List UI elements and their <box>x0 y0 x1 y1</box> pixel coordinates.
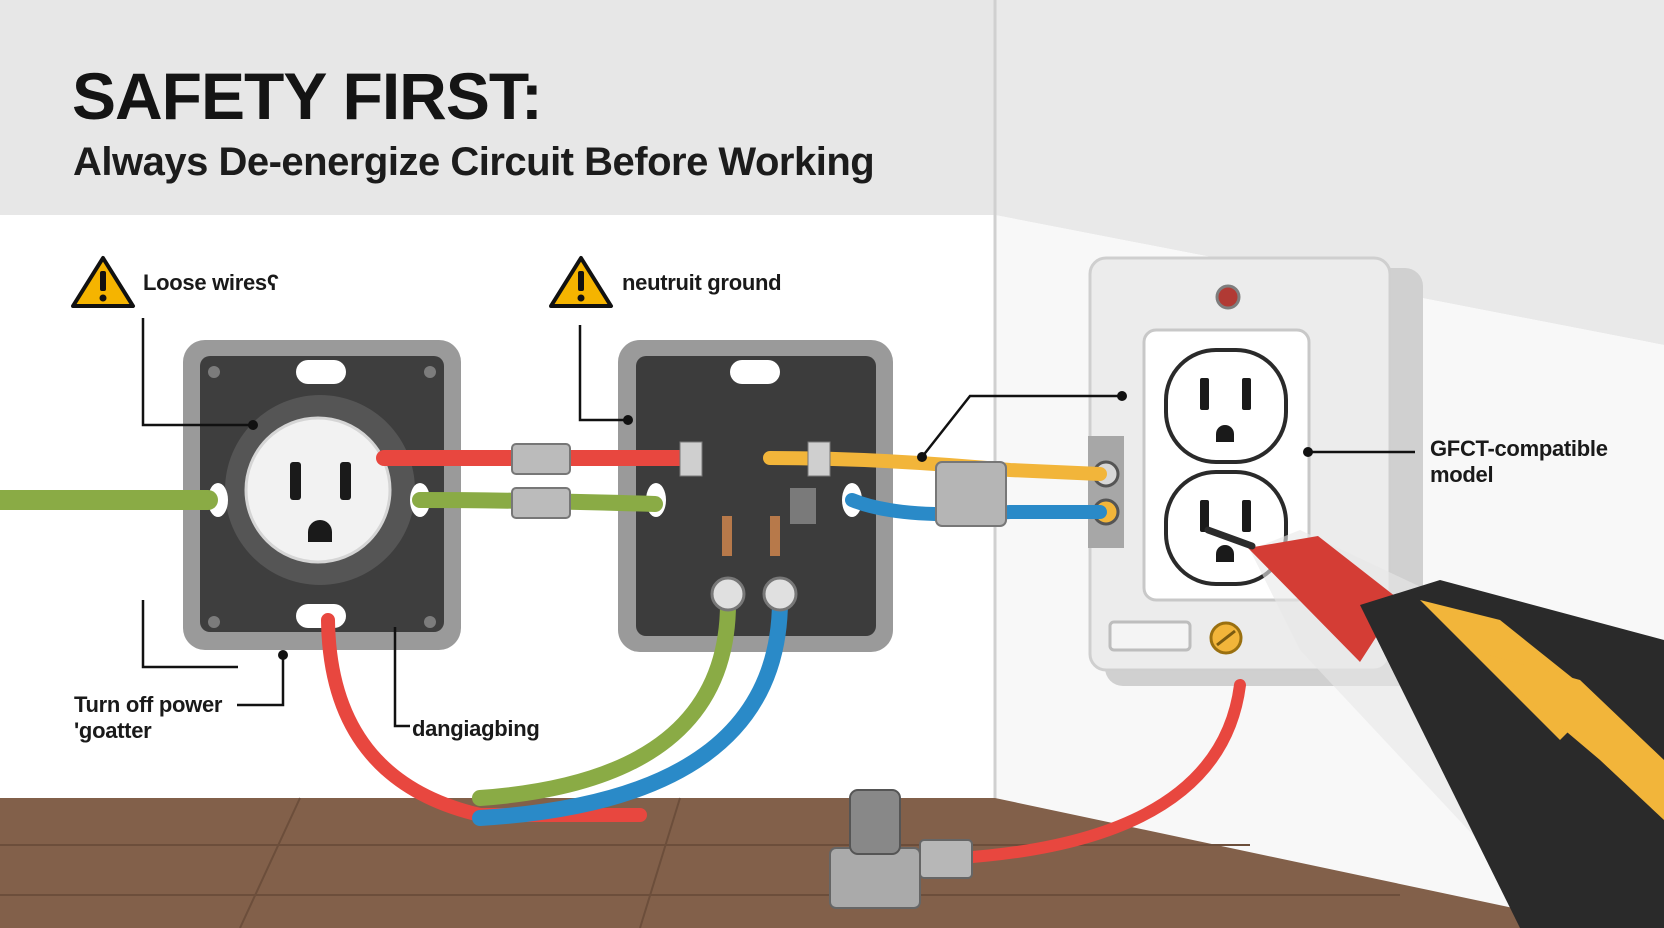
callout-turn-off-power: Turn off power 'goatter <box>74 692 222 744</box>
warning-triangle-icon <box>549 256 613 308</box>
callout-dangling-text: dangiagbing <box>412 716 540 741</box>
tester-lead <box>954 679 1246 864</box>
voltage-tester <box>1204 526 1664 928</box>
junction-box <box>618 340 893 652</box>
callout-dots <box>248 391 1313 660</box>
neutral-wire-bottom <box>472 592 788 826</box>
callout-neutral-ground-text: neutruit ground <box>622 270 782 295</box>
page-subtitle: Always De-energize Circuit Before Workin… <box>73 140 875 184</box>
callout-neutral-ground: neutruit ground <box>622 270 782 296</box>
callout-loose-wires-text: Loose wiresʕ <box>143 270 279 295</box>
callout-gfci-line2: model <box>1430 462 1494 487</box>
hot-wire-bottom <box>321 613 647 822</box>
callout-gfci-line1: GFCT-compatible <box>1430 436 1608 461</box>
callout-loose-wires: Loose wiresʕ <box>143 270 279 296</box>
ground-wire-bottom <box>472 592 737 806</box>
page-title: SAFETY FIRST: <box>72 59 543 133</box>
callout-turn-off-power-line1: Turn off power <box>74 692 223 717</box>
left-outlet-box <box>183 340 461 650</box>
side-wall-upper <box>995 0 1664 345</box>
callout-dangling: dangiagbing <box>412 716 540 742</box>
wire-connectors <box>511 441 1007 909</box>
callout-leaders <box>141 318 1415 728</box>
callout-turn-off-power-line2: 'goatter <box>74 718 152 743</box>
callout-gfci: GFCT-compatible model <box>1430 436 1608 488</box>
warning-triangle-icon <box>71 256 135 308</box>
